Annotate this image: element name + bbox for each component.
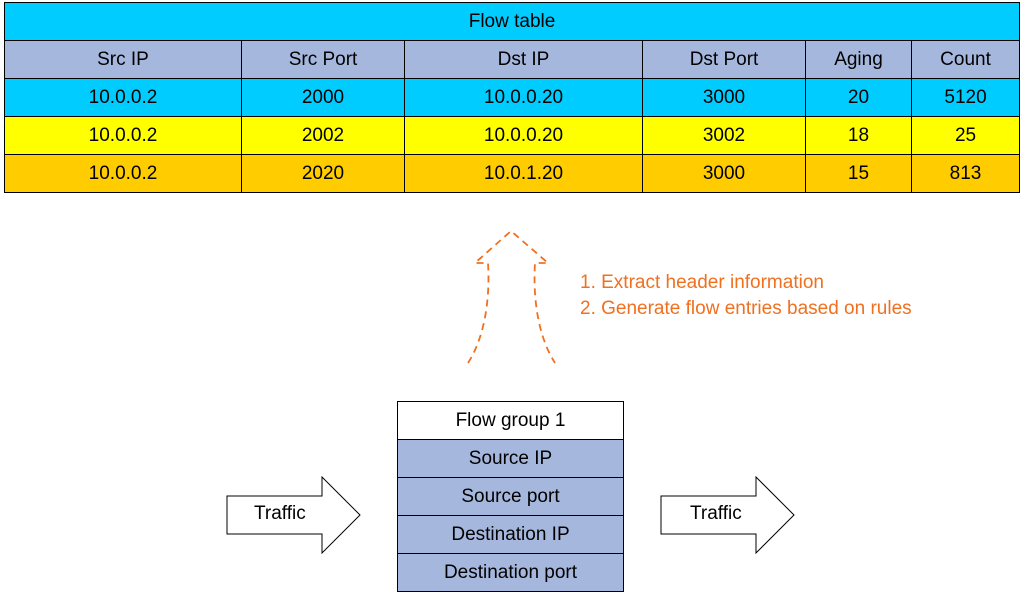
flow-table-title-row: Flow table	[3, 2, 1021, 41]
cell-dst-ip: 10.0.0.20	[404, 116, 643, 155]
traffic-out-arrow-icon	[660, 476, 795, 554]
column-header-src-ip: Src IP	[4, 40, 242, 79]
cell-dst-ip: 10.0.0.20	[404, 78, 643, 117]
cell-src-port: 2000	[241, 78, 405, 117]
cell-aging: 15	[805, 154, 912, 193]
cell-src-ip: 10.0.0.2	[4, 154, 242, 193]
flow-group-field: Source port	[398, 478, 623, 516]
cell-src-port: 2020	[241, 154, 405, 193]
cell-src-ip: 10.0.0.2	[4, 78, 242, 117]
cell-dst-port: 3002	[642, 116, 806, 155]
flow-group-field: Destination IP	[398, 516, 623, 554]
column-header-count: Count	[910, 40, 1021, 79]
cell-src-ip: 10.0.0.2	[4, 116, 242, 155]
dashed-up-arrow-icon	[467, 229, 556, 364]
cell-aging: 20	[805, 78, 912, 117]
flow-group-box: Flow group 1 Source IP Source port Desti…	[397, 401, 624, 592]
table-row: 10.0.0.2 2020 10.0.1.20 3000 15 813	[4, 154, 1021, 193]
cell-dst-port: 3000	[642, 78, 806, 117]
cell-count: 5120	[910, 78, 1021, 117]
flow-table-header-row: Src IP Src Port Dst IP Dst Port Aging Co…	[4, 40, 1021, 79]
column-header-dst-port: Dst Port	[642, 40, 806, 79]
flow-table-title: Flow table	[3, 2, 1021, 41]
cell-dst-port: 3000	[642, 154, 806, 193]
flow-group-title: Flow group 1	[398, 402, 623, 440]
flow-table: Flow table Src IP Src Port Dst IP Dst Po…	[3, 2, 1021, 193]
traffic-in-label: Traffic	[254, 503, 306, 524]
table-row: 10.0.0.2 2000 10.0.0.20 3000 20 5120	[4, 78, 1021, 117]
column-header-dst-ip: Dst IP	[404, 40, 643, 79]
cell-dst-ip: 10.0.1.20	[404, 154, 643, 193]
traffic-out-label: Traffic	[690, 503, 742, 524]
table-row: 10.0.0.2 2002 10.0.0.20 3002 18 25	[4, 116, 1021, 155]
annotation-line-2: 2. Generate flow entries based on rules	[580, 298, 912, 319]
cell-count: 813	[910, 154, 1021, 193]
flow-group-field: Destination port	[398, 554, 623, 591]
annotation-line-1: 1. Extract header information	[580, 272, 824, 293]
cell-src-port: 2002	[241, 116, 405, 155]
traffic-in-arrow-icon	[226, 476, 361, 554]
column-header-aging: Aging	[805, 40, 912, 79]
column-header-src-port: Src Port	[241, 40, 405, 79]
flow-group-field: Source IP	[398, 440, 623, 478]
cell-count: 25	[910, 116, 1021, 155]
cell-aging: 18	[805, 116, 912, 155]
